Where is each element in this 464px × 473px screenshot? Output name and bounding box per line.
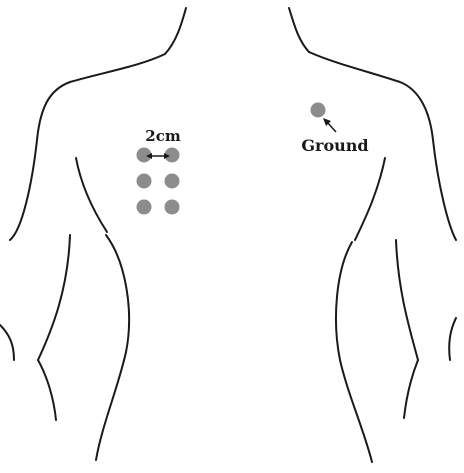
right-arm-lower-contour xyxy=(396,240,418,360)
ground-label: Ground xyxy=(301,136,368,155)
right-armpit-contour xyxy=(355,158,385,240)
left-inner-arm-contour xyxy=(0,325,14,360)
recording-electrode xyxy=(137,200,152,215)
left-torso-side-contour xyxy=(96,235,129,460)
recording-electrode xyxy=(165,200,180,215)
neck-right-contour xyxy=(289,8,309,52)
right-inner-arm-contour xyxy=(449,318,456,360)
left-inner-arm-contour-2 xyxy=(38,360,56,420)
ground-electrode-group: Ground xyxy=(301,103,368,156)
torso-outline xyxy=(0,8,456,462)
spacing-label: 2cm xyxy=(145,127,181,145)
left-armpit-contour xyxy=(76,158,107,232)
recording-electrode xyxy=(165,174,180,189)
right-inner-arm-contour-2 xyxy=(404,360,418,418)
ground-electrode xyxy=(311,103,326,118)
electrode-grid xyxy=(137,148,180,215)
neck-left-contour xyxy=(165,8,186,54)
right-torso-side-contour xyxy=(336,242,372,462)
recording-electrode xyxy=(137,174,152,189)
left-arm-lower-contour xyxy=(38,235,70,360)
